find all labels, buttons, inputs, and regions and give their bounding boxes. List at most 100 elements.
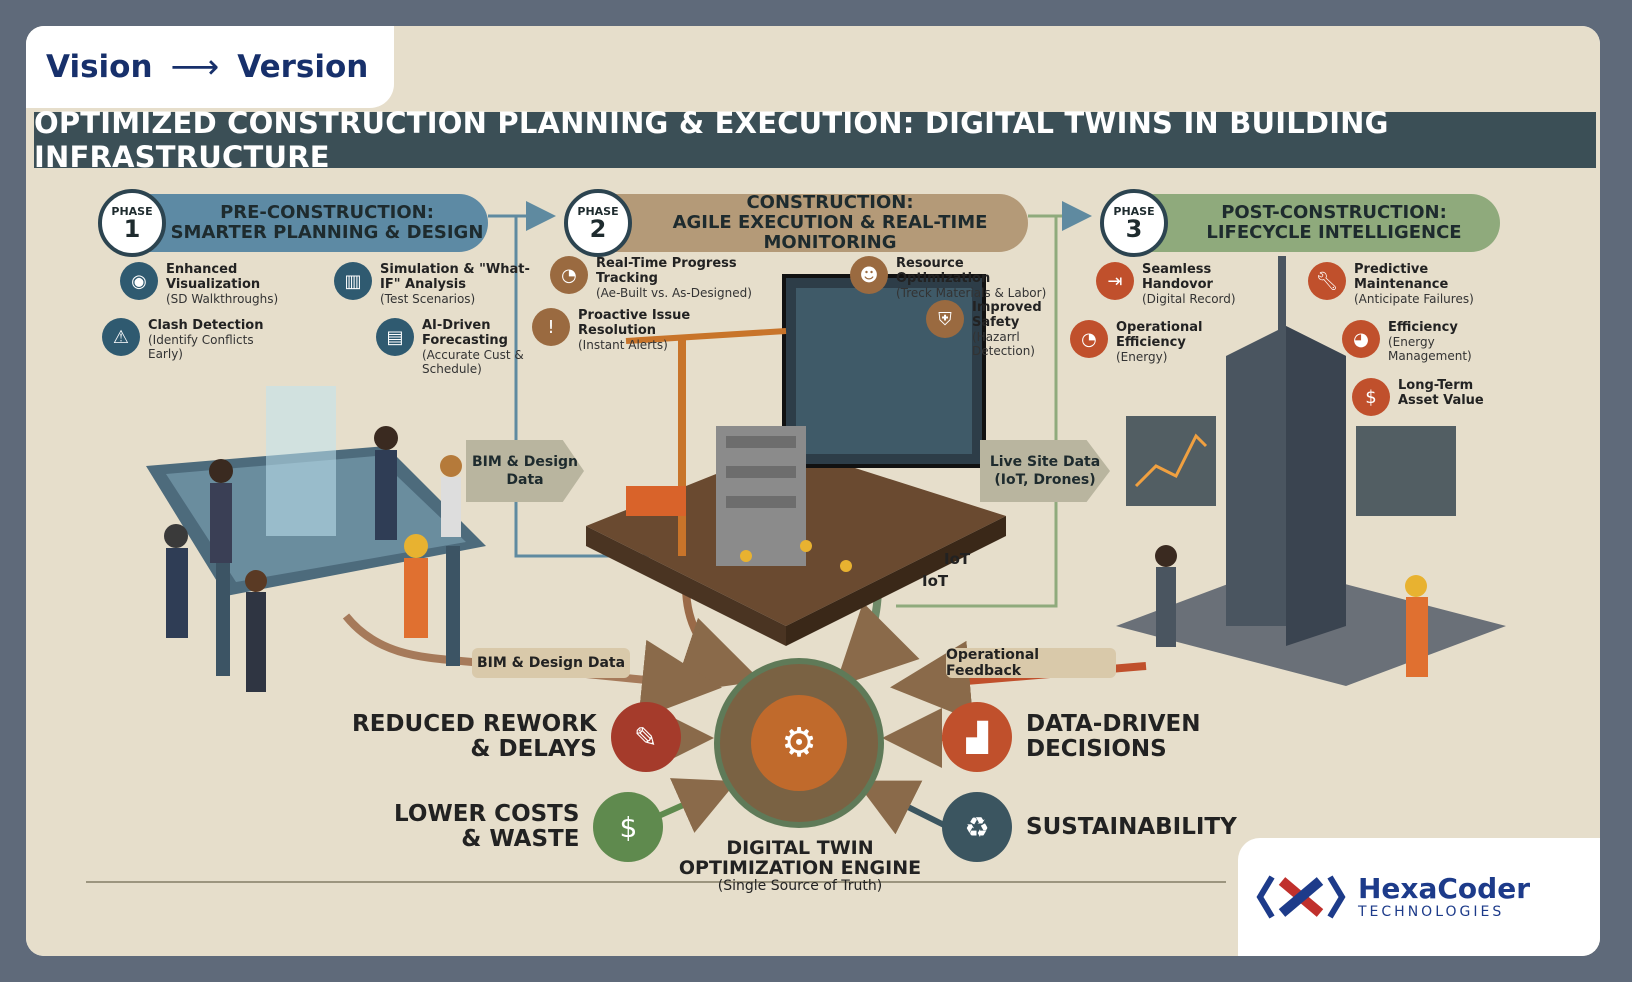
gauge-icon: ◔ [1070,320,1108,358]
feature-title: Real-Time Progress Tracking [596,256,737,286]
connector-lines [86,201,1506,883]
chart-up-icon: ▟ [942,702,1012,772]
feature-seamless-handover: ⇥ Seamless Handovor(Digital Record) [1096,262,1266,306]
worker-icon: ☻ [850,256,888,294]
version-label: Version [237,49,369,85]
feature-ai-forecasting: ▤ AI-Driven Forecasting(Accurate Cust & … [376,318,546,376]
feature-sub: (Instant Alerts) [578,338,668,352]
phase-3-subtitle: LIFECYCLE INTELLIGENCE [1206,222,1462,243]
hand-coin-icon: $ [1352,378,1390,416]
frame: Vision ⟶ Version OPTIMIZED CONSTRUCTION … [26,26,1600,956]
feature-title: Simulation & "What-IF" Analysis [380,262,530,292]
recycle-icon: ♻ [942,792,1012,862]
feature-sub: (Hazarrl Detection) [972,330,1035,358]
benefit-sustainability: ♻ SUSTAINABILITY [942,792,1237,862]
page-title: OPTIMIZED CONSTRUCTION PLANNING & EXECUT… [34,106,1596,174]
feature-title: Resource Optimization [896,256,991,286]
iot-label-1: IoT [944,550,971,568]
optimization-engine: ⚙ [714,658,884,828]
company-logo: HexaCoder TECHNOLOGIES [1238,838,1600,956]
feature-title: Improved Safety [972,300,1042,330]
eye-icon: ◉ [120,262,158,300]
gauge-icon: ◔ [550,256,588,294]
benefit-line2: & WASTE [461,826,580,852]
construction-site-scene [586,274,1006,646]
flow-live-site-data: Live Site Data (IoT, Drones) [980,440,1110,502]
benefit-line2: DECISIONS [1026,736,1167,762]
warning-icon: ⚠ [102,318,140,356]
benefit-line2: & DELAYS [470,736,597,762]
feature-title: Clash Detection [148,318,264,333]
vision-version-tag: Vision ⟶ Version [26,26,394,108]
feature-sub: (Energy) [1116,350,1168,364]
phase-2-title: CONSTRUCTION: [746,192,914,213]
feature-enhanced-visualization: ◉ Enhanced Visualization(SD Walkthroughs… [120,262,320,306]
phase-1-title: PRE-CONSTRUCTION: [220,202,434,223]
design-table-scene [146,386,486,692]
brain-gear-icon: ⚙ [751,695,847,791]
feature-title: Predictive Maintenance [1354,262,1449,292]
feature-sub: (SD Walkthroughs) [166,292,279,306]
feature-progress-tracking: ◔ Real-Time Progress Tracking(Ae-Built v… [550,256,780,300]
phase-2-number: 2 [589,214,607,243]
feature-sub: (Identify Conflicts Early) [148,333,254,361]
infographic-canvas: Vision ⟶ Version OPTIMIZED CONSTRUCTION … [26,26,1600,956]
feature-title: Enhanced Visualization [166,262,261,292]
feature-operational-efficiency: ◔ Operational Efficiency(Energy) [1070,320,1230,364]
bar-chart-icon: ▥ [334,262,372,300]
feature-sub: (Ae-Built vs. As-Designed) [596,286,752,300]
money-bag-icon: $ [593,792,664,862]
exit-door-icon: ⇥ [1096,262,1134,300]
feature-title: Seamless Handovor [1142,262,1213,292]
engine-line1: DIGITAL TWIN [726,837,874,859]
feature-sub: (Energy Management) [1388,335,1472,363]
shield-icon: ⛨ [926,300,964,338]
feature-efficiency: ◕ Efficiency(Energy Management) [1342,320,1512,363]
feature-title: Efficiency [1388,320,1458,335]
benefit-lower-costs: LOWER COSTS& WASTE $ [394,792,664,862]
feature-clash-detection: ⚠ Clash Detection(Identify Conflicts Ear… [102,318,282,361]
feature-title: AI-Driven Forecasting [422,318,508,348]
feature-issue-resolution: ! Proactive Issue Resolution(Instant Ale… [532,308,702,352]
phase-3-title: POST-CONSTRUCTION: [1221,202,1447,223]
feature-simulation: ▥ Simulation & "What-IF" Analysis(Test S… [334,262,534,306]
operational-feedback-pill: Operational Feedback [946,647,1116,679]
benefit-line1: DATA-DRIVEN [1026,711,1201,737]
phase-2-word: PHASE [577,204,619,218]
feature-sub: (Accurate Cust & Schedule) [422,348,524,376]
feature-improved-safety: ⛨ Improved Safety(Hazarrl Detection) [926,300,1056,358]
feature-title: Proactive Issue Resolution [578,308,691,338]
phase-3-word: PHASE [1113,204,1155,218]
benefit-line1: REDUCED REWORK [352,711,597,737]
wrench-icon: 🔧︎ [1308,262,1346,300]
checklist-icon: ✎ [610,702,681,772]
logo-name: HexaCoder [1358,872,1531,905]
arrow-right-icon: ⟶ [170,47,220,87]
alert-icon: ! [532,308,570,346]
feature-predictive-maintenance: 🔧︎ Predictive Maintenance(Anticipate Fai… [1308,262,1508,306]
phase-3-number: 3 [1125,214,1143,243]
trend-chart-icon: ▤ [376,318,414,356]
engine-line2: OPTIMIZATION ENGINE [678,857,922,879]
feature-resource-optimization: ☻ Resource Optimization(Treck Materials … [850,256,1060,300]
phase-2-subtitle: AGILE EXECUTION & REAL-TIME MONITORING [672,212,988,253]
hexacoder-logo-icon [1256,875,1346,919]
feature-asset-value: $ Long-Term Asset Value [1352,378,1502,416]
flow-bim-design-data: BIM & Design Data [466,440,584,502]
feature-title: Operational Efficiency [1116,320,1203,350]
benefit-line1: SUSTAINABILITY [1026,813,1237,840]
feature-sub: (Treck Materials & Labor) [896,286,1047,300]
phase-1-subtitle: SMARTER PLANNING & DESIGN [170,222,484,243]
logo-sub: TECHNOLOGIES [1358,904,1505,920]
iot-label-2: IoT [922,572,949,590]
engine-line3: (Single Source of Truth) [717,878,883,894]
phase-1-word: PHASE [111,204,153,218]
feature-sub: (Digital Record) [1142,292,1236,306]
